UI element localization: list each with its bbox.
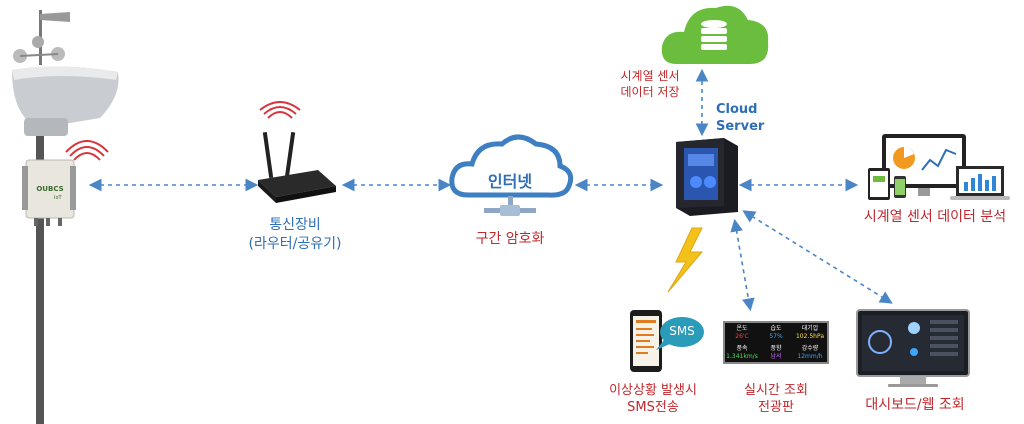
server-label-line1: Cloud xyxy=(716,102,758,117)
board-cell-name: 습도 xyxy=(770,325,782,332)
board-cell-value: 102.5hPa xyxy=(795,333,824,340)
board-cell-value: 남서 xyxy=(770,352,782,360)
sms-label-line2: SMS전송 xyxy=(627,400,679,415)
board-cell: 풍향 남서 xyxy=(759,343,793,363)
storage-label: 시계열 센서 데이터 저장 xyxy=(612,68,688,100)
board-cell-name: 풍속 xyxy=(736,344,748,352)
board-cell-value: 12mm/h xyxy=(797,352,823,360)
led-board: 온도 26'C 습도 57% 대기압 102.5hPa 풍속 1.341km/s… xyxy=(723,321,829,364)
dashboard-label: 대시보드/웹 조회 xyxy=(865,397,965,413)
storage-label-line2: 데이터 저장 xyxy=(620,85,680,99)
sms-badge: SMS xyxy=(669,324,695,338)
board-label: 실시간 조회 전광판 xyxy=(716,382,836,416)
router-label-line2: (라우터/공유기) xyxy=(248,236,342,252)
board-cell-name: 대기압 xyxy=(801,325,819,332)
sms-label-line1: 이상상황 발생시 xyxy=(609,383,697,398)
board-cell-name: 온도 xyxy=(736,325,748,332)
board-cell-name: 강수량 xyxy=(801,344,819,352)
board-cell: 대기압 102.5hPa xyxy=(793,323,827,343)
internet-label: 인터넷 xyxy=(487,172,533,191)
server-label-line2: Server xyxy=(716,119,765,134)
board-label-line1: 실시간 조회 xyxy=(744,383,808,398)
board-cell: 습도 57% xyxy=(759,323,793,343)
board-cell-value: 26'C xyxy=(735,333,749,340)
encryption-label: 구간 암호화 xyxy=(475,231,545,247)
board-cell-value: 57% xyxy=(769,333,783,340)
board-cell-name: 풍향 xyxy=(770,344,782,352)
server-label: Cloud Server xyxy=(716,101,764,135)
board-cell-value: 1.341km/s xyxy=(726,352,758,360)
analysis-label: 시계열 센서 데이터 분석 xyxy=(863,209,1007,225)
router-label-line1: 통신장비 xyxy=(269,217,321,233)
board-label-line2: 전광판 xyxy=(758,400,794,415)
sms-label: 이상상황 발생시 SMS전송 xyxy=(598,382,708,416)
router-label: 통신장비 (라우터/공유기) xyxy=(230,216,360,254)
logger-model: IoT xyxy=(54,195,62,201)
board-cell: 풍속 1.341km/s xyxy=(725,343,759,363)
board-cell: 강수량 12mm/h xyxy=(793,343,827,363)
logger-brand: OUBCS xyxy=(36,185,64,193)
board-cell: 온도 26'C xyxy=(725,323,759,343)
storage-label-line1: 시계열 센서 xyxy=(620,69,680,83)
